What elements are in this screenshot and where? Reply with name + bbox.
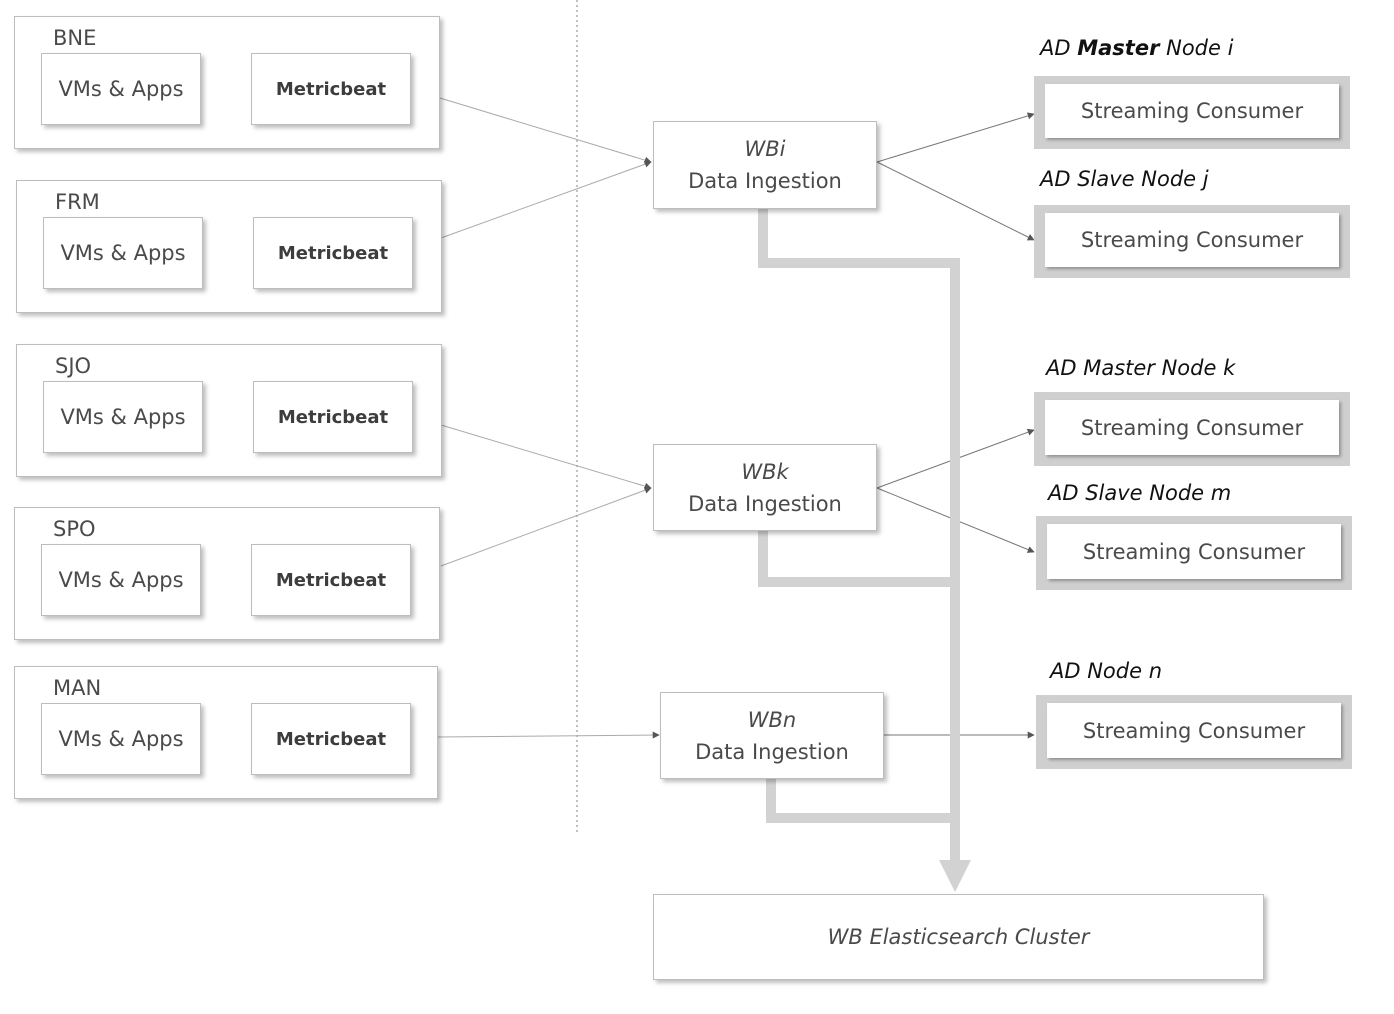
elasticsearch-cluster-box: WB Elasticsearch Cluster [653,894,1264,980]
site-to-ingestion-line [440,160,652,239]
ingestion-label: Data Ingestion [688,169,842,193]
streaming-consumer-box: Streaming Consumer [1045,213,1339,267]
ingestion-box-wbk: WBk Data Ingestion [653,444,877,531]
ad-node-label-prefix: AD [1040,36,1078,60]
site-label: MAN [53,676,102,700]
vms-apps-box: VMs & Apps [43,381,203,453]
ad-node-label: AD Slave Node m [1048,481,1232,505]
vms-apps-box: VMs & Apps [41,544,201,616]
site-box-bne: BNE VMs & Apps Metricbeat [14,16,440,149]
site-label: SJO [55,354,92,378]
site-to-ingestion-line [439,97,652,164]
ad-node-label-bold: Master [1077,36,1160,60]
site-box-spo: SPO VMs & Apps Metricbeat [14,507,440,640]
ingestion-label: Data Ingestion [695,739,849,764]
ingestion-name: WBi [744,137,786,161]
ingestion-to-cluster-pipe [758,208,960,862]
site-box-frm: FRM VMs & Apps Metricbeat [16,180,442,313]
ingestion-to-cluster-pipe [766,778,955,823]
consumer-frame: Streaming Consumer [1034,392,1350,466]
metricbeat-box: Metricbeat [253,381,413,453]
metricbeat-box: Metricbeat [253,217,413,289]
metricbeat-box: Metricbeat [251,53,411,125]
ingestion-to-cluster-pipe [758,530,955,587]
vms-apps-box: VMs & Apps [43,217,203,289]
site-box-man: MAN VMs & Apps Metricbeat [14,666,438,799]
site-label: FRM [55,190,100,214]
ingestion-name: WBn [747,707,797,732]
site-to-ingestion-line [437,731,660,739]
metricbeat-box: Metricbeat [251,703,411,775]
consumer-frame: Streaming Consumer [1034,76,1350,149]
ingestion-label: Data Ingestion [688,491,842,516]
consumer-frame: Streaming Consumer [1034,205,1350,278]
site-to-ingestion-line [440,486,652,567]
vms-apps-box: VMs & Apps [41,703,201,775]
ad-node-label: AD Node n [1050,659,1163,683]
streaming-consumer-box: Streaming Consumer [1047,524,1341,579]
cluster-arrowhead [939,860,971,892]
ad-node-label: AD Slave Node j [1040,167,1209,191]
streaming-consumer-box: Streaming Consumer [1047,703,1341,758]
site-label: BNE [53,26,97,50]
ad-node-label: AD Master Node k [1046,356,1236,380]
ingestion-to-ad-arrow [876,112,1035,163]
site-box-sjo: SJO VMs & Apps Metricbeat [16,344,442,477]
site-label: SPO [53,517,96,541]
consumer-frame: Streaming Consumer [1036,516,1352,590]
site-to-ingestion-line [440,424,652,490]
metricbeat-box: Metricbeat [251,544,411,616]
streaming-consumer-box: Streaming Consumer [1045,400,1339,455]
consumer-frame: Streaming Consumer [1036,695,1352,769]
vms-apps-box: VMs & Apps [41,53,201,125]
ingestion-to-ad-arrow [876,161,1035,241]
ad-node-label: AD Master Node i [1040,36,1233,60]
ad-node-label-suffix: Node i [1159,36,1234,60]
ingestion-name: WBk [741,459,789,484]
ingestion-box-wbn: WBn Data Ingestion [660,692,884,779]
streaming-consumer-box: Streaming Consumer [1045,84,1339,138]
ingestion-box-wbi: WBi Data Ingestion [653,121,877,209]
